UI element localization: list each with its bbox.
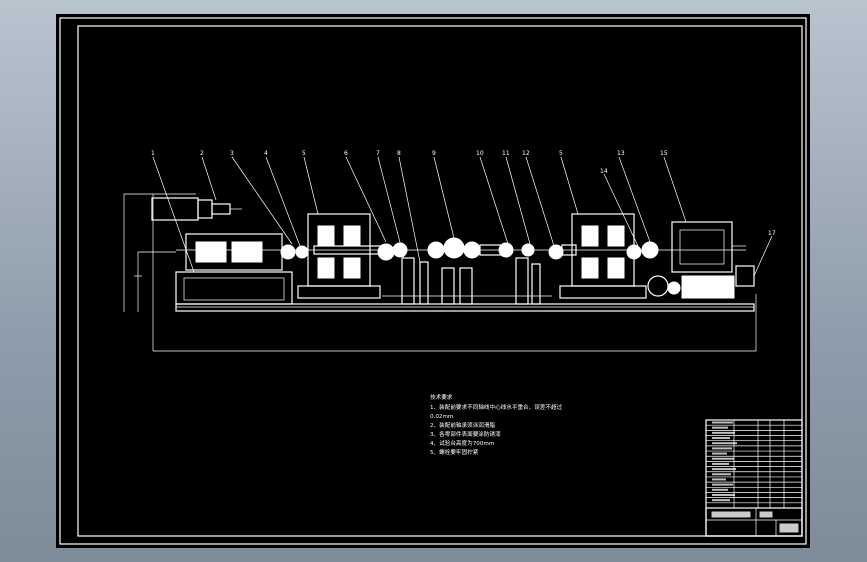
bom-cell-text [712,442,737,445]
note-line: 3、各零部件表面要涂防锈漆 [430,430,501,438]
drawing-sheet: 1 2 3 4 5 6 7 8 9 10 11 12 5 13 14 15 17… [56,14,810,548]
bom-cell-text [712,447,732,450]
part-label: 3 [230,150,234,157]
bom-cell-text [712,493,735,496]
part-label: 1 [151,150,155,157]
note-line: 0.02mm [430,414,453,420]
note-line: 1、装配前要求不同轴线中心线水平重合，误差不超过 [430,403,563,411]
notes-title: 技术要求 [430,393,453,401]
shaft-elements [280,237,659,261]
leader-lines [152,156,687,273]
load-unit [647,221,773,299]
part-label: 11 [502,150,510,157]
bom-cell-text [712,473,731,476]
gearbox-left [297,213,381,299]
part-label: 14 [600,168,608,175]
bom-table [706,421,802,504]
part-label: 8 [397,150,401,157]
part-label: 6 [344,150,348,157]
gearbox-right [559,213,647,299]
part-labels: 1 2 3 4 5 6 7 8 9 10 11 12 5 13 14 15 17… [151,150,776,237]
bom-cell-text [712,483,733,486]
inner-frame [77,25,803,537]
bom-cell-text [712,499,730,502]
bom-cell-text [712,452,727,455]
bom-cell-text [712,478,726,481]
bom-cell-text [712,457,734,460]
note-line: 2、装配前轴承须涂润滑脂 [430,421,495,429]
title-block [705,419,803,537]
part-label: 15 [660,150,668,157]
dimension-lines [123,193,757,352]
motor-assembly [151,197,293,305]
part-label: 9 [432,150,436,157]
part-label: 13 [617,150,625,157]
part-label: 12 [522,150,530,157]
part-label: 4 [264,150,268,157]
note-line: 5、螺栓要牢固拧紧 [430,448,479,456]
bom-cell-text [712,431,735,434]
part-label: 17 [768,230,776,237]
bom-cell-text [712,462,729,465]
part-label: 5 [302,150,306,157]
bom-cell-text [712,421,733,424]
part-label: 10 [476,150,484,157]
part-label: 2 [200,150,204,157]
base-rail [175,303,755,312]
bom-cell-text [712,468,736,471]
outer-frame [59,17,807,545]
cad-drawing: 1 2 3 4 5 6 7 8 9 10 11 12 5 13 14 15 17… [59,17,807,545]
part-label: 5 [559,150,563,157]
technical-notes: 技术要求 1、装配前要求不同轴线中心线水平重合，误差不超过 0.02mm 2、装… [430,393,563,456]
bom-cell-text [712,426,728,429]
bom-cell-text [712,437,730,440]
bom-cell-text [712,488,728,491]
part-label: 7 [376,150,380,157]
bearing-supports [382,257,552,305]
note-line: 4、试验台高度为700mm [430,439,494,447]
